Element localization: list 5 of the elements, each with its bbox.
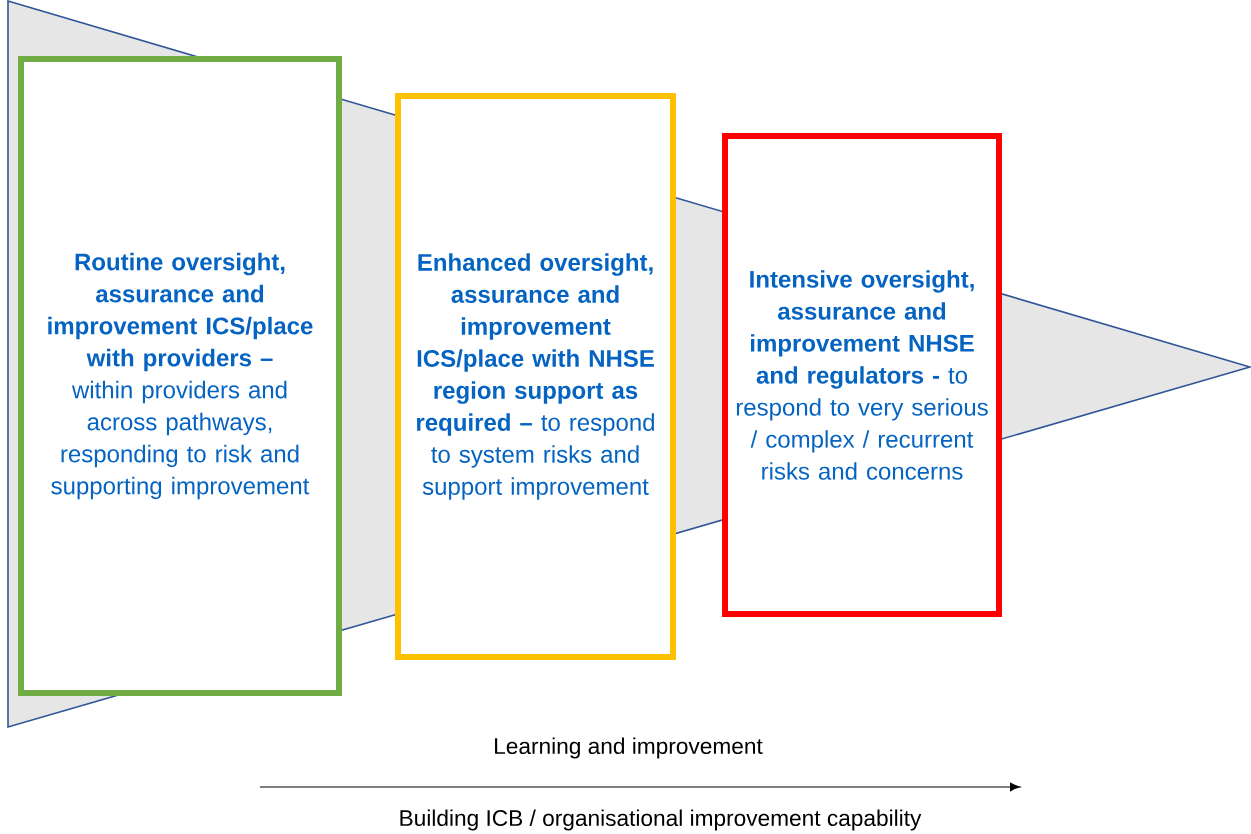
text-box: Routine oversight, assurance and improvement ICS/place with providers – within providers and across pathways, responding to risk and supporting improvement xyxy=(18,56,342,696)
caption-text: Learning and improvement xyxy=(495,737,763,759)
text-box: Enhanced oversight, assurance and improvement ICS/place with NHSE region support as required – to respond to system risks and support improvement xyxy=(395,93,676,660)
text-box: Intensive oversight, assurance and improvement NHSE and regulators - to respond to very serious / complex / recurrent risks and concerns xyxy=(722,133,1002,617)
caption-text: Building ICB / organisational improvement capability xyxy=(400,809,922,831)
